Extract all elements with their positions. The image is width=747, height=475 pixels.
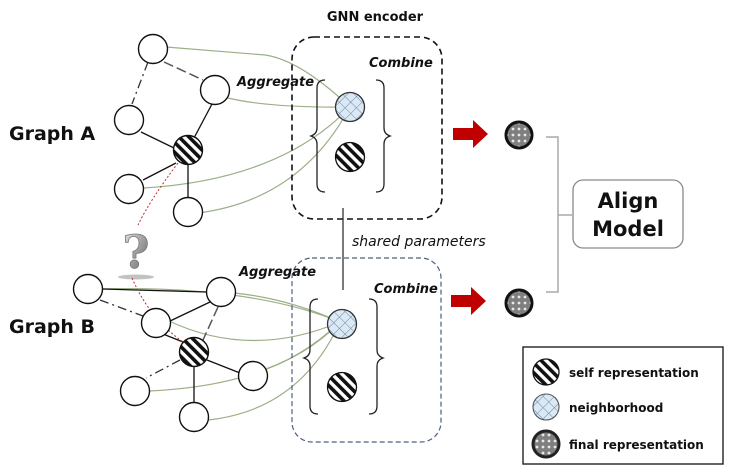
graph-edge xyxy=(140,131,175,149)
graph-a-label: Graph A xyxy=(9,123,96,145)
legend-label-neighborhood: neighborhood xyxy=(569,401,663,415)
aggregate-label-a: Aggregate xyxy=(236,75,314,90)
arrow-right-icon xyxy=(453,120,488,148)
graph-edge xyxy=(163,61,204,81)
neighborhood-icon xyxy=(334,91,366,123)
gnn-encoder-a: Aggregate Combine xyxy=(236,36,443,220)
shared-parameters-label: shared parameters xyxy=(352,234,486,250)
gnn-encoder-title: GNN encoder xyxy=(327,10,424,25)
left-brace xyxy=(301,298,319,415)
self-representation-icon xyxy=(334,141,366,173)
graph-node xyxy=(137,33,169,65)
self-node-icon xyxy=(178,336,210,368)
align-model-line2: Model xyxy=(592,217,664,241)
graph-node xyxy=(178,401,210,433)
aggregate-edge xyxy=(165,46,351,108)
graph-edge xyxy=(167,301,211,323)
svg-text:?: ? xyxy=(123,225,150,279)
mismatch-link xyxy=(131,277,187,345)
graph-node xyxy=(237,360,269,392)
graph-edge xyxy=(145,359,181,379)
legend: self representation neighborhood final r… xyxy=(522,346,724,465)
legend-label-final: final representation xyxy=(569,438,704,452)
graph-node xyxy=(119,375,151,407)
graph-b-label: Graph B xyxy=(9,316,95,338)
graph-edge xyxy=(193,103,213,139)
aggregate-edge xyxy=(207,321,341,421)
align-model-box: Align Model xyxy=(572,179,684,249)
question-mark-icon: ? xyxy=(118,225,154,280)
self-representation-icon xyxy=(326,371,358,403)
aggregate-edge xyxy=(219,291,341,323)
graph-edge xyxy=(131,61,149,105)
aggregate-label-b: Aggregate xyxy=(238,265,316,280)
graph-node xyxy=(205,276,237,308)
encoder-a-box xyxy=(291,36,443,220)
combine-label-a: Combine xyxy=(369,56,433,71)
aggregate-edge xyxy=(166,319,341,342)
graph-edge xyxy=(206,359,241,374)
encoder-b-box xyxy=(291,257,442,443)
graph-node xyxy=(199,74,231,106)
graph-edge xyxy=(101,288,208,293)
arrow-right-icon xyxy=(451,287,486,315)
neighborhood-icon xyxy=(326,308,358,340)
legend-label-self: self representation xyxy=(569,366,699,380)
left-brace xyxy=(308,79,326,193)
final-representation-b-icon xyxy=(504,288,534,318)
final-representation-a-icon xyxy=(504,120,534,150)
align-bracket xyxy=(546,136,572,293)
graph-node xyxy=(72,273,104,305)
aggregate-edge xyxy=(197,106,351,214)
graph-edge xyxy=(142,162,177,181)
graph-edge xyxy=(202,306,219,341)
graph-edge xyxy=(162,333,184,343)
combine-label-b: Combine xyxy=(374,282,438,297)
right-brace xyxy=(375,79,393,193)
aggregate-edge xyxy=(142,106,351,189)
graph-node xyxy=(113,173,145,205)
dotted-gray-circle-icon xyxy=(531,429,561,459)
right-brace xyxy=(368,298,386,415)
striped-circle-icon xyxy=(532,358,560,386)
graph-node xyxy=(140,307,172,339)
graph-a xyxy=(113,33,351,228)
self-node-icon xyxy=(172,134,204,166)
aggregate-edge xyxy=(227,97,351,108)
graph-node xyxy=(172,196,204,228)
gnn-encoder-b: Aggregate Combine xyxy=(238,257,442,443)
align-model-line1: Align xyxy=(598,189,659,213)
graph-edge xyxy=(99,299,144,317)
mismatch-link xyxy=(137,162,179,226)
graph-b xyxy=(72,273,341,433)
graph-node xyxy=(113,104,145,136)
crosshatch-circle-icon xyxy=(532,393,560,421)
